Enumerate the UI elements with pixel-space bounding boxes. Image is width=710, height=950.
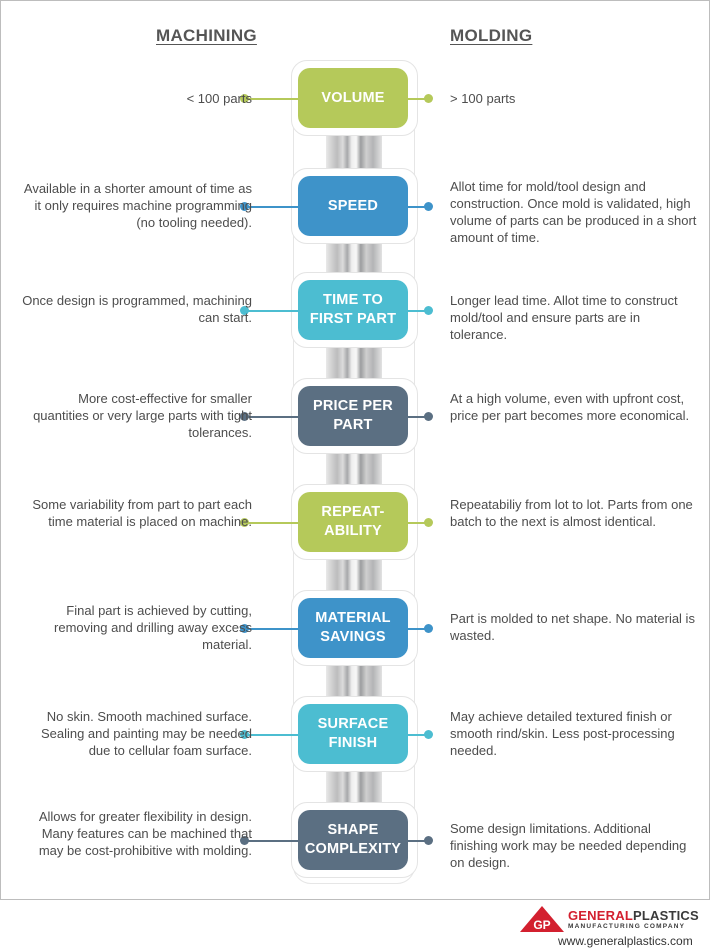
brand-name: GENERALPLASTICS: [568, 908, 699, 923]
left-connector-dot: [240, 202, 249, 211]
left-connector-dot: [240, 624, 249, 633]
machining-header: MACHINING: [156, 26, 257, 45]
left-connector: [245, 734, 298, 736]
molding-text: Longer lead time. Allot time to construc…: [450, 293, 678, 342]
category-tile: VOLUME: [298, 68, 408, 128]
comparison-row: PRICE PER PART More cost-effective for sm…: [0, 378, 710, 458]
comparison-row: SHAPE COMPLEXITY Allows for greater flexi…: [0, 802, 710, 882]
machining-text: Some variability from part to part each …: [32, 497, 252, 529]
molding-text: Part is molded to net shape. No material…: [450, 611, 695, 643]
left-connector-dot: [240, 94, 249, 103]
comparison-row: REPEAT- ABILITY Some variability from par…: [0, 484, 710, 564]
right-connector-dot: [424, 518, 433, 527]
brand-name-general: GENERAL: [568, 908, 633, 923]
right-connector-dot: [424, 306, 433, 315]
machining-text: More cost-effective for smaller quantiti…: [33, 391, 252, 440]
comparison-row: VOLUME < 100 parts > 100 parts: [0, 60, 710, 140]
right-connector: [408, 734, 428, 736]
left-connector: [245, 416, 298, 418]
right-connector-dot: [424, 202, 433, 211]
right-connector-dot: [424, 94, 433, 103]
machining-text: < 100 parts: [186, 91, 252, 106]
molding-text: At a high volume, even with upfront cost…: [450, 391, 690, 423]
left-connector: [245, 628, 298, 630]
comparison-row: TIME TO FIRST PART Once design is program…: [0, 272, 710, 352]
right-connector: [408, 206, 428, 208]
svg-text:GP: GP: [533, 918, 550, 932]
right-connector-dot: [424, 836, 433, 845]
molding-text: Allot time for mold/tool design and cons…: [450, 179, 697, 245]
right-connector-dot: [424, 730, 433, 739]
right-connector: [408, 522, 428, 524]
left-connector-dot: [240, 836, 249, 845]
category-tile: SHAPE COMPLEXITY: [298, 810, 408, 870]
left-connector: [245, 522, 298, 524]
machining-text: Allows for greater flexibility in design…: [38, 809, 252, 858]
comparison-row: SPEED Available in a shorter amount of ti…: [0, 168, 710, 248]
category-tile: SURFACE FINISH: [298, 704, 408, 764]
machining-text: Final part is achieved by cutting, remov…: [54, 603, 252, 652]
comparison-row: SURFACE FINISH No skin. Smooth machined s…: [0, 696, 710, 776]
brand-tagline: MANUFACTURING COMPANY: [568, 923, 686, 930]
left-connector-dot: [240, 412, 249, 421]
category-tile: SPEED: [298, 176, 408, 236]
right-connector: [408, 310, 428, 312]
left-connector-dot: [240, 306, 249, 315]
right-connector: [408, 98, 428, 100]
category-tile: PRICE PER PART: [298, 386, 408, 446]
left-connector: [245, 310, 298, 312]
category-tile: TIME TO FIRST PART: [298, 280, 408, 340]
general-plastics-logo: GP GENERALPLASTICS MANUFACTURING COMPANY: [520, 906, 705, 932]
left-connector-dot: [240, 730, 249, 739]
category-tile: REPEAT- ABILITY: [298, 492, 408, 552]
left-connector: [245, 840, 298, 842]
right-connector: [408, 416, 428, 418]
machining-text: No skin. Smooth machined surface. Sealin…: [40, 709, 252, 758]
molding-text: May achieve detailed textured finish or …: [450, 709, 675, 758]
right-connector-dot: [424, 624, 433, 633]
website-link[interactable]: www.generalplastics.com: [558, 934, 693, 948]
left-connector-dot: [240, 518, 249, 527]
comparison-row: MATERIAL SAVINGS Final part is achieved b…: [0, 590, 710, 670]
machining-text: Once design is programmed, machining can…: [22, 293, 252, 325]
left-connector: [245, 98, 298, 100]
molding-text: Repeatabiliy from lot to lot. Parts from…: [450, 497, 693, 529]
machining-text: Available in a shorter amount of time as…: [23, 181, 252, 230]
right-connector-dot: [424, 412, 433, 421]
gp-logo-icon: GP: [520, 906, 564, 932]
molding-text: Some design limitations. Additional fini…: [450, 821, 687, 870]
right-connector: [408, 628, 428, 630]
right-connector: [408, 840, 428, 842]
molding-header: MOLDING: [450, 26, 533, 45]
molding-text: > 100 parts: [450, 91, 516, 106]
category-tile: MATERIAL SAVINGS: [298, 598, 408, 658]
brand-name-plastics: PLASTICS: [632, 908, 699, 923]
left-connector: [245, 206, 298, 208]
